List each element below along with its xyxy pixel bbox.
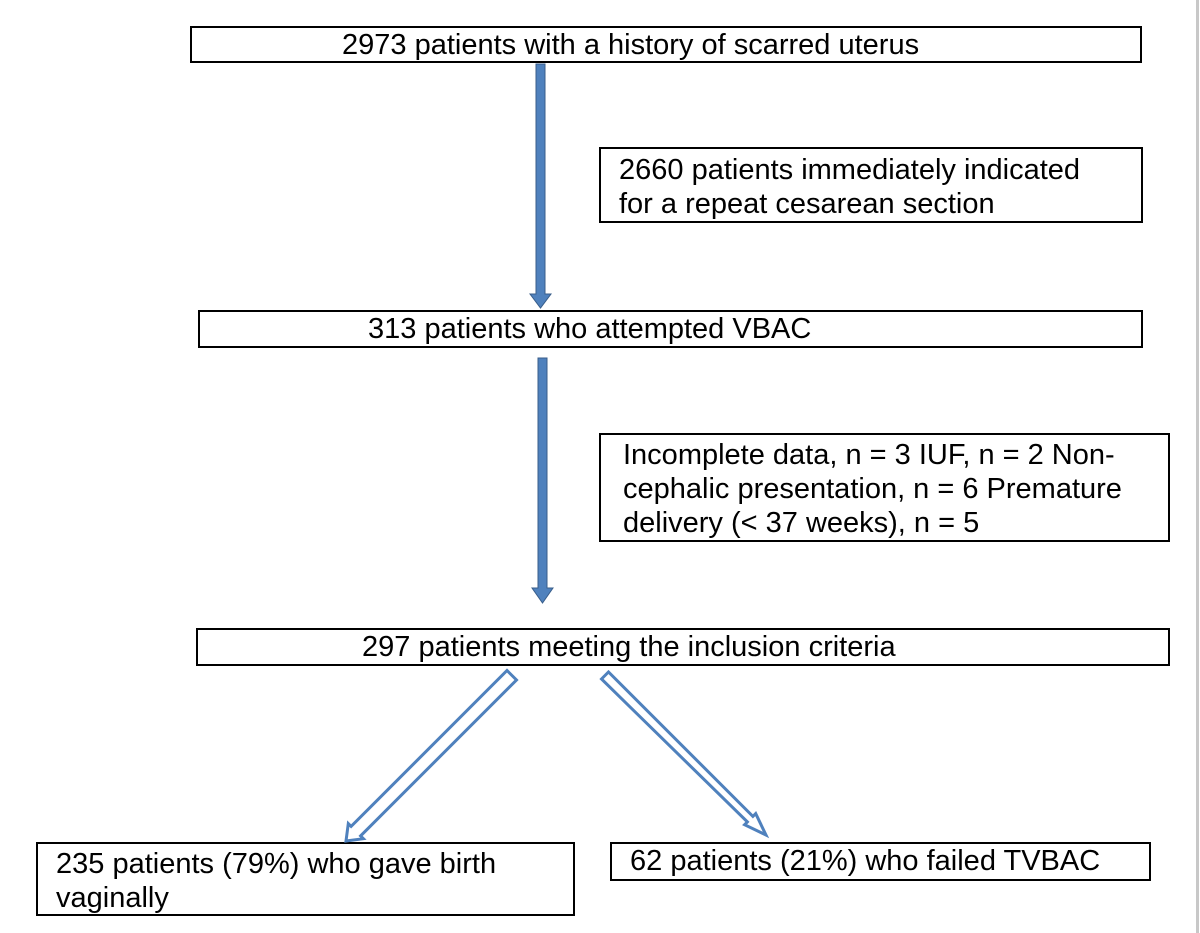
attempted-vbac-label: 313 patients who attempted VBAC xyxy=(368,313,812,345)
right-branch-arrow xyxy=(599,669,770,839)
failed-tvbac-box: 62 patients (21%) who failed TVBAC xyxy=(610,842,1151,881)
repeat-cesarean-exclusion-box: 2660 patients immediately indicated for … xyxy=(599,147,1143,223)
other-exclusions-box: Incomplete data, n = 3 IUF, n = 2 Non- c… xyxy=(599,433,1170,542)
attempted-vbac-box: 313 patients who attempted VBAC xyxy=(198,310,1143,348)
repeat-cesarean-exclusion-label: 2660 patients immediately indicated for … xyxy=(619,154,1081,220)
down-arrow-2 xyxy=(531,357,554,604)
total-patients-box: 2973 patients with a history of scarred … xyxy=(190,26,1142,63)
vaginal-birth-label: 235 patients (79%) who gave birth vagina… xyxy=(56,848,497,914)
page-edge-divider xyxy=(1196,0,1199,933)
other-exclusions-label: Incomplete data, n = 3 IUF, n = 2 Non- c… xyxy=(623,439,1122,539)
vaginal-birth-box: 235 patients (79%) who gave birth vagina… xyxy=(36,842,575,916)
inclusion-criteria-box: 297 patients meeting the inclusion crite… xyxy=(196,628,1170,666)
failed-tvbac-label: 62 patients (21%) who failed TVBAC xyxy=(630,845,1101,877)
total-patients-label: 2973 patients with a history of scarred … xyxy=(342,29,920,61)
down-arrow-1 xyxy=(529,63,552,309)
inclusion-criteria-label: 297 patients meeting the inclusion crite… xyxy=(362,631,896,663)
left-branch-arrow xyxy=(344,668,519,843)
